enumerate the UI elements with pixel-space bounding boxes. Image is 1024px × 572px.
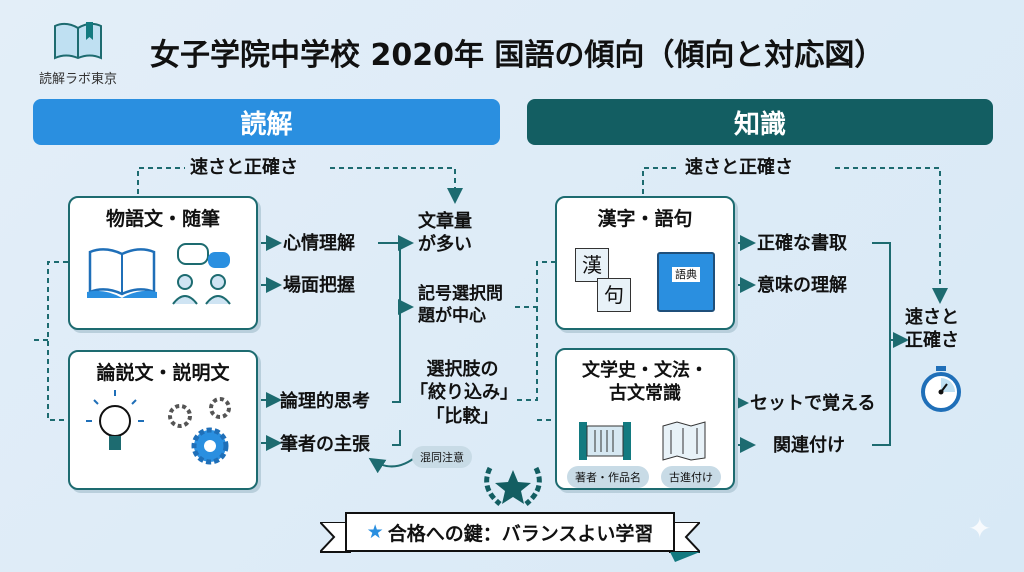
item-accurate-writing: 正確な書取 bbox=[757, 233, 847, 254]
feature-narrowing: 選択肢の 「絞り込み」 「比較」 bbox=[410, 359, 518, 427]
box-title: 物語文・随筆 bbox=[105, 208, 220, 230]
reading-speed-label: 速さと正確さ bbox=[190, 157, 298, 178]
tag-author-works: 著者・作品名 bbox=[567, 466, 649, 488]
item-scene: 場面把握 bbox=[283, 275, 355, 296]
feature-volume: 文章量 が多い bbox=[418, 211, 472, 256]
stopwatch-icon bbox=[921, 366, 961, 412]
box-title: 漢字・語句 bbox=[597, 208, 693, 230]
expository-box: 論説文・説明文 bbox=[68, 350, 258, 490]
dictionary-icon: 語典 bbox=[657, 252, 715, 312]
lightbulb-gears-icon bbox=[86, 389, 231, 465]
item-association: 関連付け bbox=[773, 435, 845, 456]
logo: 読解ラボ東京 bbox=[28, 18, 128, 87]
key-to-success-banner: ★合格への鍵：バランスよい学習 bbox=[345, 512, 675, 552]
box-title: 文学史・文法・ 古文常識 bbox=[582, 360, 708, 404]
scroll-and-book-icon bbox=[579, 421, 706, 461]
kanji-box: 漢字・語句 漢 句 語典 bbox=[555, 196, 735, 330]
reading-header: 読解 bbox=[33, 99, 500, 145]
item-meaning: 意味の理解 bbox=[757, 275, 847, 296]
speed-accuracy-result: 速さと 正確さ bbox=[905, 307, 959, 352]
item-logic: 論理的思考 bbox=[280, 391, 370, 412]
dictionary-label: 語典 bbox=[672, 267, 700, 282]
knowledge-speed-label: 速さと正確さ bbox=[685, 157, 793, 178]
feature-multiple-choice: 記号選択問 題が中心 bbox=[418, 284, 503, 327]
book-and-people-icon bbox=[87, 242, 231, 305]
knowledge-header: 知識 bbox=[527, 99, 993, 145]
box-title: 論説文・説明文 bbox=[96, 362, 230, 384]
literary-history-box: 文学史・文法・ 古文常識 著者・作品名 古進付け bbox=[555, 348, 735, 490]
item-set-memorize: セットで覚える bbox=[750, 393, 876, 414]
star-icon: ★ bbox=[366, 521, 384, 543]
tag-classical: 古進付け bbox=[661, 466, 721, 488]
page-title: 女子学院中学校 2020年 国語の傾向（傾向と対応図） bbox=[150, 38, 885, 73]
narrative-box: 物語文・随筆 bbox=[68, 196, 258, 330]
logo-text: 読解ラボ東京 bbox=[38, 72, 117, 87]
kanji-card-icon: 漢 bbox=[575, 248, 609, 282]
sparkle-icon: ✦ bbox=[968, 512, 992, 545]
laurel-star-icon bbox=[484, 466, 542, 506]
banner-text: 合格への鍵：バランスよい学習 bbox=[387, 522, 654, 545]
item-emotion: 心情理解 bbox=[283, 233, 355, 254]
phrase-card-icon: 句 bbox=[597, 278, 631, 312]
open-book-logo-icon bbox=[54, 22, 102, 60]
item-author-claim: 筆者の主張 bbox=[280, 434, 370, 455]
caution-badge: 混同注意 bbox=[412, 446, 472, 468]
